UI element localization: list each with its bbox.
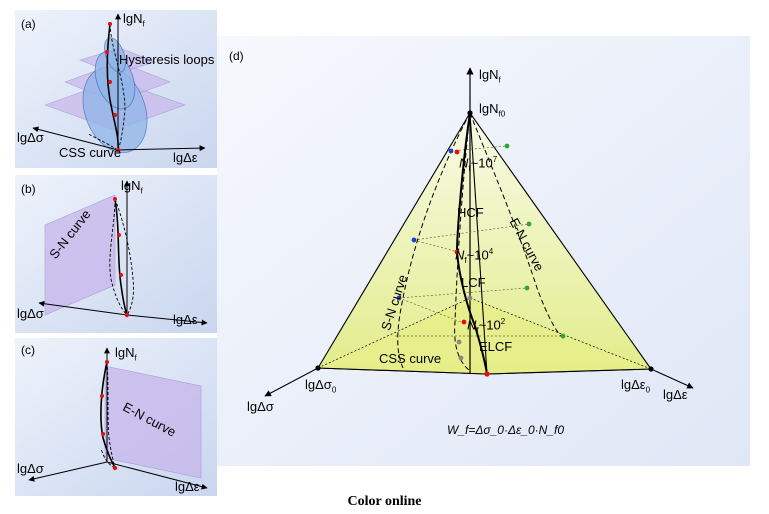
panel-c: (c) lgNf E-N curve lgΔσ lgΔε — [15, 338, 217, 496]
panel-c-axis-right: lgΔε — [175, 479, 200, 494]
panel-b-axis-left: lgΔσ — [17, 306, 44, 321]
nf-1e4-label: Nf~104 — [455, 247, 494, 265]
axis-lgdsigma — [264, 367, 319, 397]
panel-b: (b) lgNf S-N curve lgΔσ lgΔε — [15, 175, 217, 333]
panel-b-axis-right: lgΔε — [173, 312, 198, 327]
panel-c-axis-left: lgΔσ — [17, 461, 44, 476]
sn-curve — [109, 198, 128, 316]
axis-lgdeps — [117, 145, 206, 152]
axis-lgdsigma — [32, 126, 119, 151]
panel-b-tag: (b) — [21, 182, 36, 196]
panel-b-graphic — [15, 175, 217, 333]
eps0-label: lgΔε0 — [621, 377, 651, 395]
sn-plane — [44, 194, 116, 316]
panel-c-graphic — [15, 338, 217, 496]
nf-1e7-label: Nf~107 — [459, 155, 498, 173]
energy-formula: W_f=Δσ_0·Δε_0·N_f0 — [447, 423, 564, 437]
elcf-label: ELCF — [479, 339, 513, 354]
en-curve — [100, 361, 116, 469]
panel-a-axis-left: lgΔσ — [17, 130, 44, 145]
nf-1e2-label: Nf~102 — [467, 317, 506, 335]
axis-left-label: lgΔσ — [247, 399, 274, 414]
panel-a-axis-y: lgNf — [123, 11, 145, 29]
panel-a-axis-right: lgΔε — [173, 150, 198, 165]
css-curve-label: CSS curve — [59, 145, 122, 160]
axis-top-label: lgNf — [479, 67, 501, 85]
axis-right-label: lgΔε — [663, 387, 688, 402]
en-plane — [104, 365, 202, 479]
panel-a-tag: (a) — [21, 17, 36, 31]
panel-c-axis-y: lgNf — [115, 345, 137, 363]
panel-d-graphic — [217, 36, 750, 466]
en-curve — [469, 112, 566, 339]
apex-label: lgNf0 — [479, 101, 506, 119]
fatigue-life-curve — [455, 112, 488, 375]
panel-a: (a) lgNf Hysteresis loops lgΔσ CSS curve… — [15, 10, 217, 168]
sigma0-label: lgΔσ0 — [305, 377, 337, 395]
panel-c-tag: (c) — [21, 343, 35, 357]
fatigue-curve — [106, 23, 119, 151]
apex-point — [467, 110, 473, 116]
panel-b-axis-y: lgNf — [121, 178, 143, 196]
hcf-label: HCF — [457, 205, 484, 220]
panel-d-tag: (d) — [229, 49, 244, 63]
lcf-label: LCF — [461, 275, 486, 290]
panel-d: (d) lgNf lgNf0 Nf~107 HCF Nf~104 LCF Nf~… — [217, 36, 750, 466]
caption: Color online — [347, 494, 422, 509]
css-curve-label: CSS curve — [379, 351, 442, 366]
axis-lgdeps — [650, 368, 694, 389]
panel-a-graphic — [15, 10, 217, 168]
hysteresis-loops-label: Hysteresis loops — [119, 52, 215, 67]
css-curve — [454, 112, 471, 371]
css-curve — [88, 133, 119, 151]
